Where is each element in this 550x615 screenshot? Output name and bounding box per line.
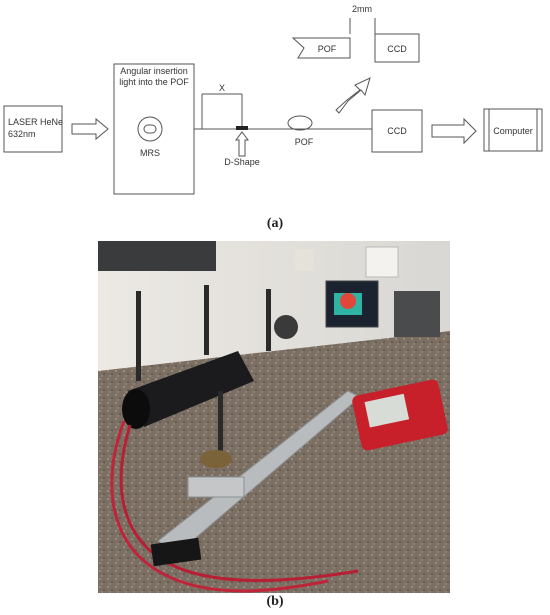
arrow-laser-to-mrs bbox=[71, 117, 109, 141]
caption-b: (b) bbox=[266, 594, 284, 609]
photo-wall-poster bbox=[365, 246, 399, 278]
photo-window-blind bbox=[98, 241, 216, 271]
photo-fiber-mount bbox=[274, 315, 298, 339]
dshape-arrow bbox=[235, 131, 249, 157]
angular-label-line2: light into the POF bbox=[119, 77, 189, 87]
detail-pof-label: POF bbox=[318, 44, 337, 54]
ccd-label: CCD bbox=[387, 126, 407, 136]
caption-a: (a) bbox=[266, 216, 284, 231]
laser-label-line2: 632nm bbox=[8, 129, 36, 139]
angular-label-line1: Angular insertion bbox=[120, 66, 188, 76]
laser-label-line1: LASER HeNe bbox=[8, 117, 63, 127]
detail-ccd-label: CCD bbox=[387, 44, 407, 54]
photo-post-2 bbox=[204, 285, 209, 355]
photo-post-1 bbox=[136, 291, 141, 381]
mrs-circle bbox=[137, 116, 163, 142]
arrow-ccd-to-computer bbox=[431, 117, 477, 145]
photo-red-cable-1 bbox=[110, 420, 329, 593]
computer-box bbox=[483, 108, 543, 152]
computer-label: Computer bbox=[493, 126, 533, 136]
photo-power-adapter bbox=[150, 537, 202, 567]
mrs-label: MRS bbox=[140, 148, 160, 158]
detail-ccd-box bbox=[374, 33, 420, 63]
dshape-marker bbox=[236, 126, 248, 130]
mrs-slot bbox=[143, 124, 157, 134]
photo-post-4 bbox=[218, 391, 223, 461]
x-label: X bbox=[219, 83, 225, 93]
dshape-label: D-Shape bbox=[224, 157, 260, 167]
photo-right-detector bbox=[394, 291, 440, 337]
setup-schematic: LASER HeNe 632nm Angular insertion light… bbox=[3, 4, 543, 195]
detail-pof-tag bbox=[291, 37, 351, 59]
photo-laser-aperture bbox=[122, 389, 150, 429]
zoom-arrow bbox=[335, 77, 371, 114]
photo-laser-tube bbox=[128, 351, 254, 427]
photo-mount-base bbox=[187, 476, 245, 498]
photo-post-3 bbox=[266, 289, 271, 351]
pof-label: POF bbox=[295, 137, 314, 147]
laser-box bbox=[3, 105, 63, 153]
ccd-box bbox=[371, 109, 423, 153]
gap-label: 2mm bbox=[352, 4, 372, 14]
pof-loop bbox=[287, 115, 313, 131]
photo-brass-mount-1 bbox=[200, 450, 232, 468]
photo-power-meter-screen bbox=[364, 393, 410, 428]
photo-wall-sign bbox=[294, 249, 314, 271]
lab-setup-photo bbox=[98, 241, 450, 593]
photo-monitor-peak bbox=[340, 293, 356, 309]
